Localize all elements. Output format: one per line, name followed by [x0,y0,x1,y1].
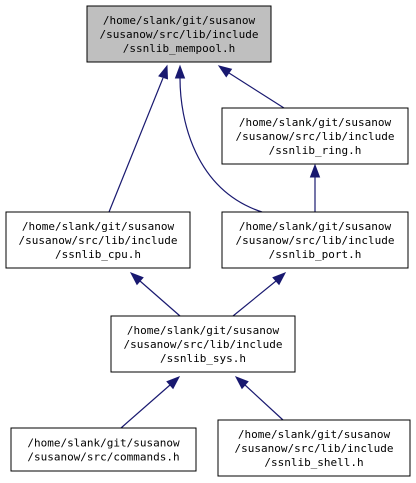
node-port-label-line: /ssnlib_port.h [269,248,362,261]
node-shell[interactable]: /home/slank/git/susanow/susanow/src/lib/… [217,419,411,477]
node-commands-box [10,427,197,472]
node-ring-label-line: /home/slank/git/susanow [239,116,392,129]
node-port-box [221,211,409,269]
arrowhead [309,163,321,178]
edge-port-to-mempool [174,64,263,213]
node-commands[interactable]: /home/slank/git/susanow/susanow/src/comm… [10,427,197,472]
edge-line [108,77,164,213]
node-sys-label-line: /home/slank/git/susanow [127,324,280,337]
node-cpu-label-line: /susanow/src/lib/include [19,234,178,247]
edge-port-to-ring [309,163,321,212]
arrowhead [166,376,181,390]
edge-line [244,384,284,421]
edge-commands-to-sys [120,376,181,429]
node-cpu-label-line: /ssnlib_cpu.h [55,248,141,261]
node-ring[interactable]: /home/slank/git/susanow/susanow/src/lib/… [221,107,409,165]
node-ring-box [221,107,409,165]
node-cpu-box [5,211,191,269]
arrowhead [129,272,144,286]
node-mempool[interactable]: /home/slank/git/susanow/susanow/src/lib/… [86,5,272,63]
arrowhead [158,64,169,80]
edge-line [232,280,277,317]
edge-line [228,72,285,109]
node-mempool-label-line: /susanow/src/lib/include [100,28,259,41]
edge-line [179,77,263,213]
node-commands-label-line: /home/slank/git/susanow [27,437,180,450]
edge-cpu-to-mempool [108,64,169,213]
arrowhead [217,65,233,78]
edge-line [139,280,181,317]
edge-sys-to-port [232,272,287,317]
node-shell-label-line: /ssnlib_shell.h [264,456,363,469]
edge-line [120,384,171,429]
nodes-layer: /home/slank/git/susanow/susanow/src/lib/… [5,5,411,477]
edge-sys-to-cpu [129,272,181,317]
node-ring-label-line: /susanow/src/lib/include [236,130,395,143]
node-cpu-label-line: /home/slank/git/susanow [22,220,175,233]
node-mempool-box [86,5,272,63]
arrowhead [234,376,249,390]
edge-shell-to-sys [234,376,284,421]
node-sys-label-line: /susanow/src/lib/include [124,338,283,351]
node-cpu[interactable]: /home/slank/git/susanow/susanow/src/lib/… [5,211,191,269]
edges-layer [108,64,321,429]
node-sys[interactable]: /home/slank/git/susanow/susanow/src/lib/… [110,315,296,373]
node-sys-box [110,315,296,373]
arrowhead [272,272,287,286]
node-port[interactable]: /home/slank/git/susanow/susanow/src/lib/… [221,211,409,269]
node-commands-label-line: /susanow/src/commands.h [27,451,179,464]
node-shell-box [217,419,411,477]
node-mempool-label-line: /ssnlib_mempool.h [123,42,236,55]
node-port-label-line: /susanow/src/lib/include [236,234,395,247]
node-shell-label-line: /home/slank/git/susanow [238,428,391,441]
node-shell-label-line: /susanow/src/lib/include [235,442,394,455]
node-sys-label-line: /ssnlib_sys.h [160,352,246,365]
arrowhead [174,64,186,79]
node-port-label-line: /home/slank/git/susanow [239,220,392,233]
edge-ring-to-mempool [217,65,285,109]
node-mempool-label-line: /home/slank/git/susanow [103,14,256,27]
node-ring-label-line: /ssnlib_ring.h [269,144,362,157]
